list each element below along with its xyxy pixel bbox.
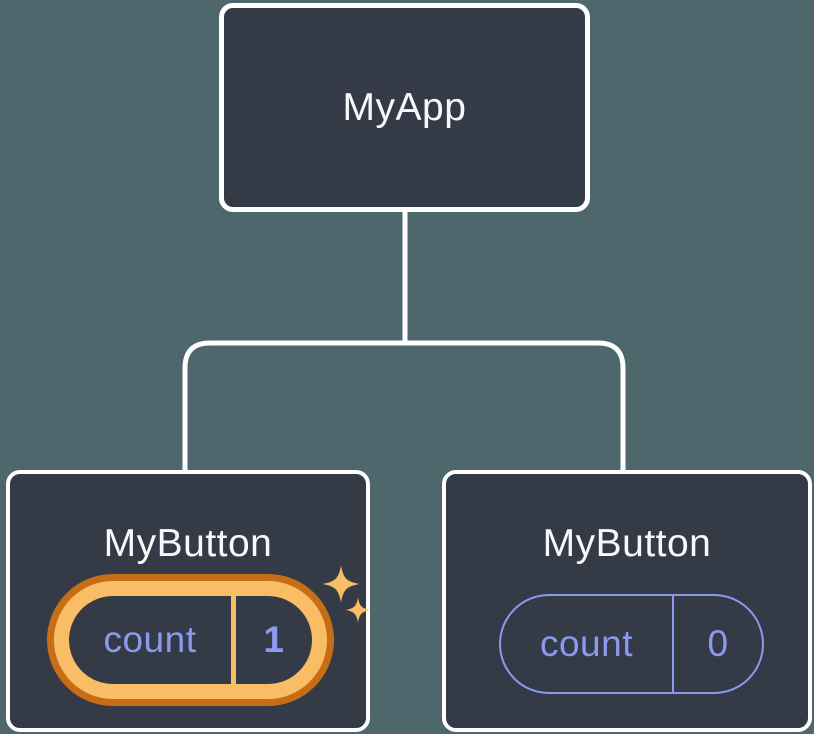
state-label: count (103, 619, 197, 660)
state-pill-divider (231, 596, 236, 684)
state-pill-core: count 1 (69, 596, 312, 684)
component-name-label: MyButton (542, 522, 712, 565)
state-value: 1 (263, 619, 285, 660)
sparkles-icon (322, 565, 371, 623)
node-mybutton-normal: MyButton count 0 (442, 470, 812, 732)
node-myapp: MyApp (219, 3, 590, 212)
state-pill-highlighted: count 1 (47, 574, 334, 706)
sparkle-large (322, 565, 360, 603)
state-pill-glow-ring: count 1 (54, 581, 327, 699)
state-label: count (539, 623, 633, 664)
component-name-label: MyButton (103, 522, 273, 565)
sparkle-small (345, 597, 371, 623)
state-pill-divider (672, 596, 674, 692)
state-pill: count 0 (499, 594, 764, 694)
state-value: 0 (707, 623, 729, 664)
component-name-label: MyApp (342, 85, 467, 129)
connector-branch (182, 340, 626, 473)
node-mybutton-highlighted: MyButton count 1 (6, 470, 371, 732)
